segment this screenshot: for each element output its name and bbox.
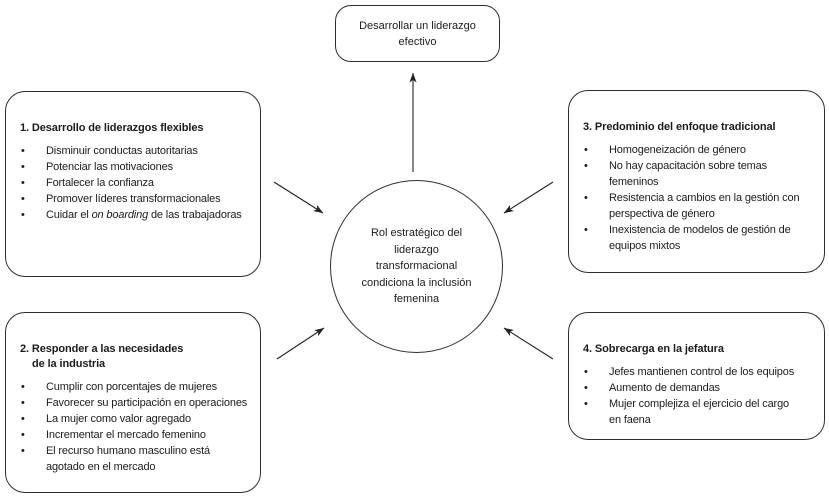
cause-box-4-sobrecarga-jefatura: 4. Sobrecarga en la jefatura Jefes manti…	[568, 312, 825, 440]
text-line: Cumplir con porcentajes de mujeres	[46, 381, 217, 393]
text-line: 2. Responder a las necesidades	[20, 343, 184, 355]
bullet-item: Potenciar las motivaciones	[20, 159, 257, 175]
text-line: 3. Predominio del enfoque tradicional	[583, 121, 776, 133]
bullet-list: Cumplir con porcentajes de mujeresFavore…	[20, 379, 257, 475]
text-line: equipos mixtos	[609, 240, 681, 252]
bullet-item: Inexistencia de modelos de gestión de equ…	[583, 222, 821, 254]
goal-box: Desarrollar un liderazgo efectivo	[335, 5, 500, 62]
text-line: Disminuir conductas autoritarias	[46, 145, 198, 157]
text-line: liderazgo	[394, 243, 439, 256]
text-line: perspectiva de género	[609, 208, 715, 220]
text-line: 1. Desarrollo de liderazgos flexibles	[20, 122, 204, 134]
text-line: Mujer complejiza el ejercicio del cargo	[609, 398, 790, 410]
text-line: Resistencia a cambios en la gestión con	[609, 192, 800, 204]
text-line: No hay capacitación sobre temas	[609, 160, 767, 172]
box-title: 1. Desarrollo de liderazgos flexibles	[20, 121, 257, 136]
bullet-item: Disminuir conductas autoritarias	[20, 143, 257, 159]
text-line: transformacional	[375, 260, 458, 273]
bullet-item: El recurso humano masculino está agotado …	[20, 443, 257, 475]
bullet-item: Mujer complejiza el ejercicio del cargo e…	[583, 396, 821, 428]
text-line: El recurso humano masculino está	[46, 445, 210, 457]
bullet-item: Fortalecer la confianza	[20, 175, 257, 191]
bullet-item: Incrementar el mercado femenino	[20, 427, 257, 443]
bullet-item: Promover líderes transformacionales	[20, 191, 257, 207]
arrow-box3-to-circle-icon	[503, 181, 554, 214]
goal-box-text: Desarrollar un liderazgo efectivo	[359, 18, 476, 50]
text-line: agotado en el mercado	[46, 461, 156, 473]
text-line: Aumento de demandas	[609, 382, 720, 394]
text-line: Desarrollar un liderazgo	[359, 19, 476, 32]
bullet-item: La mujer como valor agregado	[20, 411, 257, 427]
bullet-item: Resistencia a cambios en la gestión con p…	[583, 190, 821, 222]
text-line: femenina	[393, 293, 440, 306]
bullet-list: Disminuir conductas autoritariasPotencia…	[20, 143, 257, 223]
bullet-list: Homogeneización de género No hay capacita…	[583, 142, 821, 254]
bullet-list: Jefes mantienen control de los equiposAu…	[583, 364, 821, 428]
box-title: 3. Predominio del enfoque tradicional	[583, 120, 821, 135]
bullet-item: Aumento de demandas	[583, 380, 821, 396]
arrow-box1-to-circle-icon	[273, 181, 324, 214]
bullet-item: Homogeneización de género	[583, 142, 821, 158]
text-line: 4. Sobrecarga en la jefatura	[583, 343, 724, 355]
bullet-item: Favorecer su participación en operacione…	[20, 395, 257, 411]
text-line: Rol estratégico del	[370, 227, 463, 240]
bullet-item: Cumplir con porcentajes de mujeres	[20, 379, 257, 395]
text-line: Jefes mantienen control de los equipos	[609, 366, 795, 378]
text-line: Incrementar el mercado femenino	[46, 429, 206, 441]
text-line: Promover líderes transformacionales	[46, 193, 221, 205]
cause-box-3-enfoque-tradicional: 3. Predominio del enfoque tradicional Ho…	[568, 90, 825, 273]
text-line: La mujer como valor agregado	[46, 413, 191, 425]
text-line: femeninos	[609, 176, 659, 188]
bullet-item: Jefes mantienen control de los equipos	[583, 364, 821, 380]
bullet-item: Cuidar el on boarding de las trabajadora…	[20, 207, 257, 223]
core-circle-text: Rol estratégico del liderazgo transformaci…	[361, 225, 471, 308]
text-line: Favorecer su participación en operacione…	[46, 397, 248, 409]
cause-box-2-necesidades-industria: 2. Responder a las necesidades de la indu…	[5, 312, 261, 493]
box-title: 4. Sobrecarga en la jefatura	[583, 342, 821, 357]
text-line: condiciona la inclusión	[361, 276, 472, 289]
text-line: en faena	[609, 414, 651, 426]
core-circle: Rol estratégico del liderazgo transformaci…	[330, 180, 503, 353]
text-line: Fortalecer la confianza	[46, 177, 154, 189]
text-line: de la industria	[32, 358, 106, 370]
box-title: 2. Responder a las necesidades de la indu…	[20, 342, 257, 372]
text-line: Cuidar el on boarding de las trabajadora…	[46, 209, 242, 221]
arrow-box4-to-circle-icon	[503, 327, 554, 360]
text-line: Potenciar las motivaciones	[46, 161, 173, 173]
bullet-item: No hay capacitación sobre temas femeninos	[583, 158, 821, 190]
cause-box-1-liderazgos-flexibles: 1. Desarrollo de liderazgos flexibles Di…	[5, 91, 261, 277]
arrow-box2-to-circle-icon	[276, 327, 325, 360]
text-line: Homogeneización de género	[609, 144, 746, 156]
text-line: Inexistencia de modelos de gestión de	[609, 224, 791, 236]
text-line: efectivo	[398, 35, 437, 48]
